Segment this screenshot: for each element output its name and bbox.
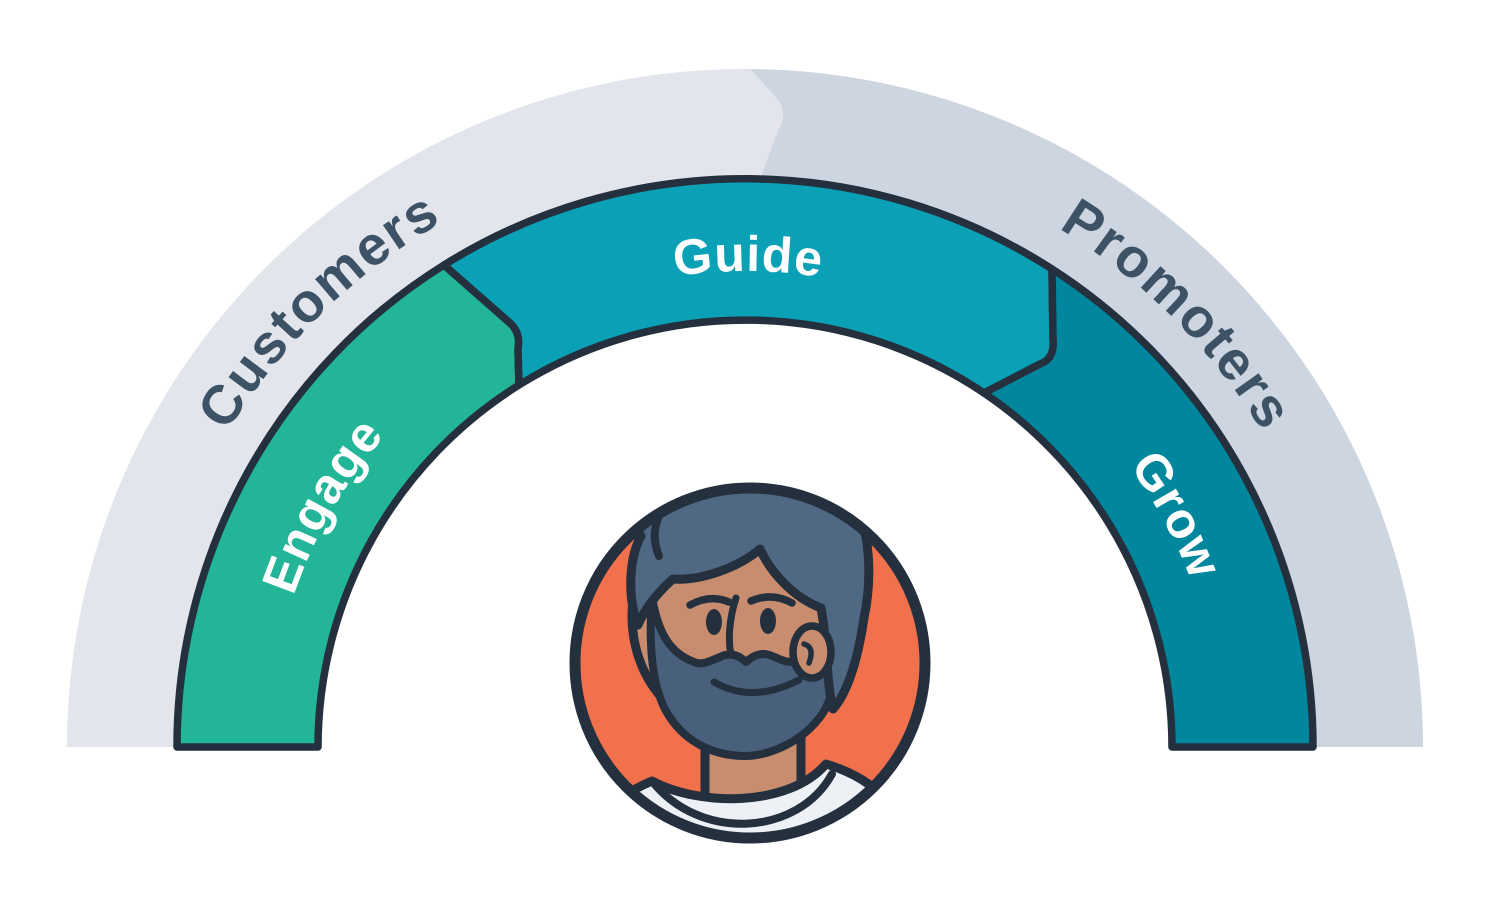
arc-segment-customers <box>67 68 784 748</box>
avatar-smile <box>710 676 803 696</box>
outer-arch <box>67 68 1423 748</box>
person-avatar-icon <box>569 482 931 844</box>
avatar-right-eye <box>760 608 776 634</box>
guide-label: Guide <box>670 226 827 288</box>
avatar-ear-detail <box>801 641 814 666</box>
arc-segment-promoters <box>750 69 1423 747</box>
avatar-border <box>569 482 931 844</box>
avatar-left-eye <box>706 609 722 635</box>
avatar-right-eyebrow <box>747 593 796 607</box>
avatar-left-eyebrow <box>686 594 733 609</box>
inner-ring <box>173 175 1317 751</box>
avatar-collar-line <box>648 770 836 828</box>
arc-segment-grow <box>980 265 1317 751</box>
